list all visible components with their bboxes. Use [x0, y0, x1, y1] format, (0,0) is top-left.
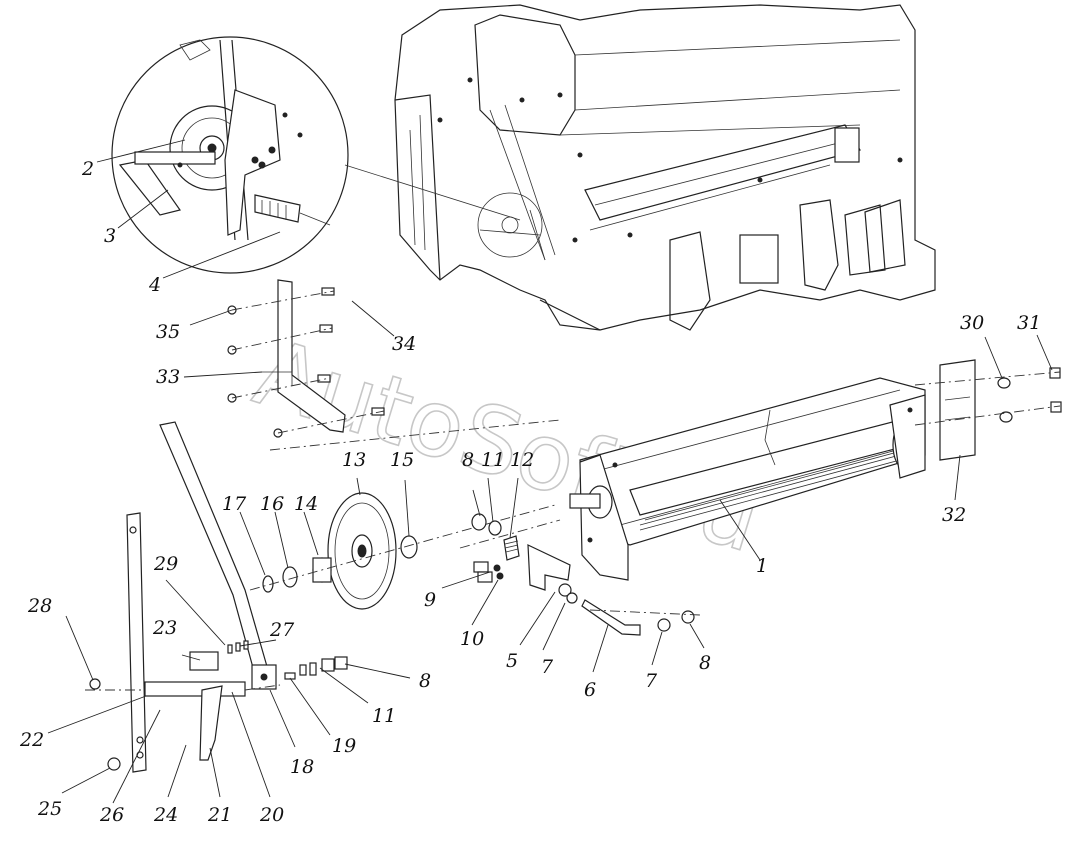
callout-31: 31 [1017, 312, 1041, 334]
callout-8-right: 8 [699, 652, 711, 674]
callout-16: 16 [260, 493, 284, 515]
callout-8-top: 8 [462, 449, 474, 471]
callout-20: 20 [259, 804, 284, 826]
callout-14: 14 [294, 493, 318, 515]
callout-19: 19 [332, 735, 356, 757]
callout-21: 21 [207, 804, 232, 826]
callout-24: 24 [153, 804, 178, 826]
callout-8-mid: 8 [419, 670, 431, 692]
callout-15: 15 [390, 449, 414, 471]
callout-35: 35 [156, 321, 180, 343]
callout-26: 26 [99, 804, 124, 826]
detail-view [111, 36, 521, 274]
callout-30: 30 [960, 312, 984, 334]
machine-frame [394, 4, 936, 331]
callout-11-top: 11 [481, 449, 505, 471]
callout-23: 23 [152, 617, 177, 639]
callout-4: 4 [148, 274, 161, 296]
callout-27: 27 [269, 619, 295, 641]
callout-7-left: 7 [541, 656, 554, 678]
spring-group [459, 513, 701, 636]
callout-1: 1 [756, 555, 768, 577]
callout-9: 9 [424, 589, 436, 611]
callout-5: 5 [506, 650, 518, 672]
leader-lines [47, 139, 1053, 804]
fasteners-lever [227, 640, 348, 680]
callout-labels: 2 3 4 35 34 33 13 15 17 16 14 8 11 12 29… [19, 158, 1041, 826]
plate-22 [85, 512, 281, 773]
callout-25: 25 [37, 798, 62, 820]
callout-10: 10 [460, 628, 484, 650]
callout-33: 33 [156, 366, 180, 388]
callout-3: 3 [104, 225, 116, 247]
pulley-13 [249, 492, 556, 610]
callout-17: 17 [222, 493, 247, 515]
callout-28: 28 [27, 595, 52, 617]
bracket-33 [227, 279, 561, 451]
callout-34: 34 [392, 333, 416, 355]
roller-assembly-1 [569, 377, 926, 581]
callout-29: 29 [153, 553, 178, 575]
callout-32: 32 [942, 504, 966, 526]
plate-32 [914, 359, 1062, 461]
callout-2: 2 [81, 158, 94, 180]
callout-18: 18 [290, 756, 314, 778]
callout-11-mid: 11 [372, 705, 396, 727]
callout-6: 6 [584, 679, 596, 701]
lever-18 [159, 421, 277, 690]
callout-22: 22 [19, 729, 44, 751]
callout-12: 12 [510, 449, 534, 471]
callout-7-right: 7 [645, 670, 658, 692]
callout-13: 13 [342, 449, 366, 471]
